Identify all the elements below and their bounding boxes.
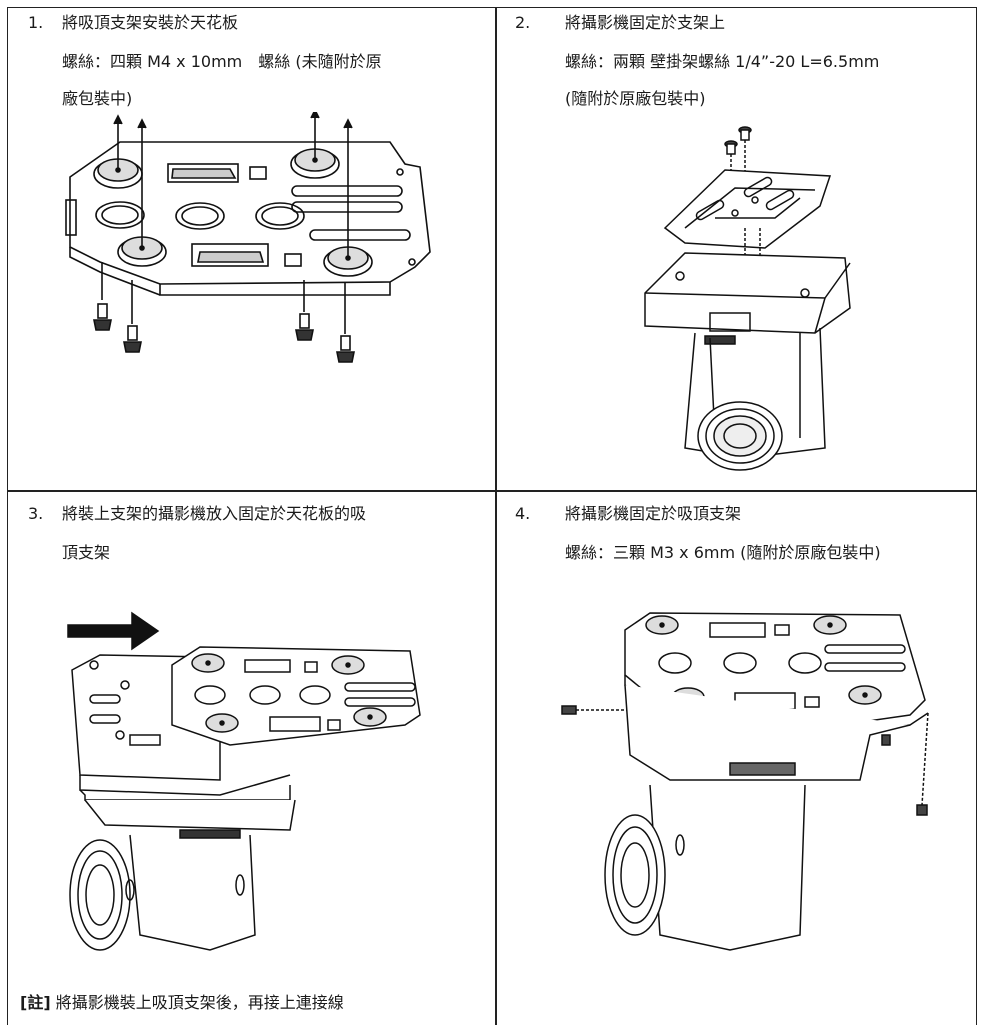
- mount-pad: [331, 655, 365, 675]
- note-tag: [註]: [20, 993, 51, 1012]
- screw-icon: [881, 734, 891, 746]
- screw-icon: [93, 262, 112, 331]
- step-3-number: 3.: [28, 504, 44, 523]
- step-4-number: 4.: [515, 504, 531, 523]
- mount-pad: [353, 707, 387, 727]
- camera-lens: [69, 839, 131, 951]
- screw-icon: [561, 705, 630, 715]
- step-3-illustration: [60, 605, 460, 965]
- mount-pad: [645, 615, 679, 635]
- wall-bracket: [663, 169, 832, 249]
- table-row-divider: [7, 490, 977, 492]
- step-4-illustration: [560, 605, 960, 965]
- screw-icon: [295, 280, 314, 341]
- screw-icon: [123, 280, 142, 353]
- camera-lens: [604, 814, 666, 936]
- step-1-title: 將吸頂支架安裝於天花板: [62, 13, 239, 32]
- mount-pad: [205, 713, 239, 733]
- screw-icon: [916, 712, 929, 816]
- mount-pad: [813, 615, 847, 635]
- bracket-plate-edge: [159, 282, 391, 296]
- camera-body: [84, 799, 296, 831]
- table-column-divider: [495, 7, 497, 1025]
- arrow-up-icon: [113, 112, 353, 258]
- arrow-right-icon: [67, 611, 160, 651]
- step-2-number: 2.: [515, 13, 531, 32]
- step-2-title: 將攝影機固定於支架上: [565, 13, 726, 32]
- step-4-screw-spec: 螺絲：三顆 M3 x 6mm (隨附於原廠包裝中): [565, 543, 881, 562]
- step-1-screw-note: 廠包裝中): [62, 89, 133, 108]
- note-text: 將攝影機裝上吸頂支架後，再接上連接線: [55, 993, 344, 1012]
- step-1-illustration: [60, 112, 460, 372]
- camera-body: [644, 252, 851, 334]
- installation-note: [註] 將攝影機裝上吸頂支架後，再接上連接線: [20, 992, 344, 1014]
- step-2-illustration: [625, 118, 865, 478]
- screw-icon: [336, 282, 355, 363]
- mount-pad: [191, 653, 225, 673]
- step-2-screw-note: (隨附於原廠包裝中): [565, 89, 706, 108]
- step-3-title: 將裝上支架的攝影機放入固定於天花板的吸: [62, 504, 367, 523]
- step-1-screw-spec: 螺絲：四顆 M4 x 10mm 螺絲 (未隨附於原: [62, 52, 382, 71]
- mount-pad: [848, 685, 882, 705]
- instruction-table: [7, 7, 977, 1025]
- camera-body: [624, 684, 911, 781]
- step-2-screw-spec: 螺絲：兩顆 壁掛架螺絲 1/4”-20 L=6.5mm: [565, 52, 880, 71]
- step-4-title: 將攝影機固定於吸頂支架: [565, 504, 742, 523]
- step-3-title-cont: 頂支架: [62, 543, 111, 562]
- camera-lens: [697, 401, 783, 471]
- step-1-number: 1.: [28, 13, 44, 32]
